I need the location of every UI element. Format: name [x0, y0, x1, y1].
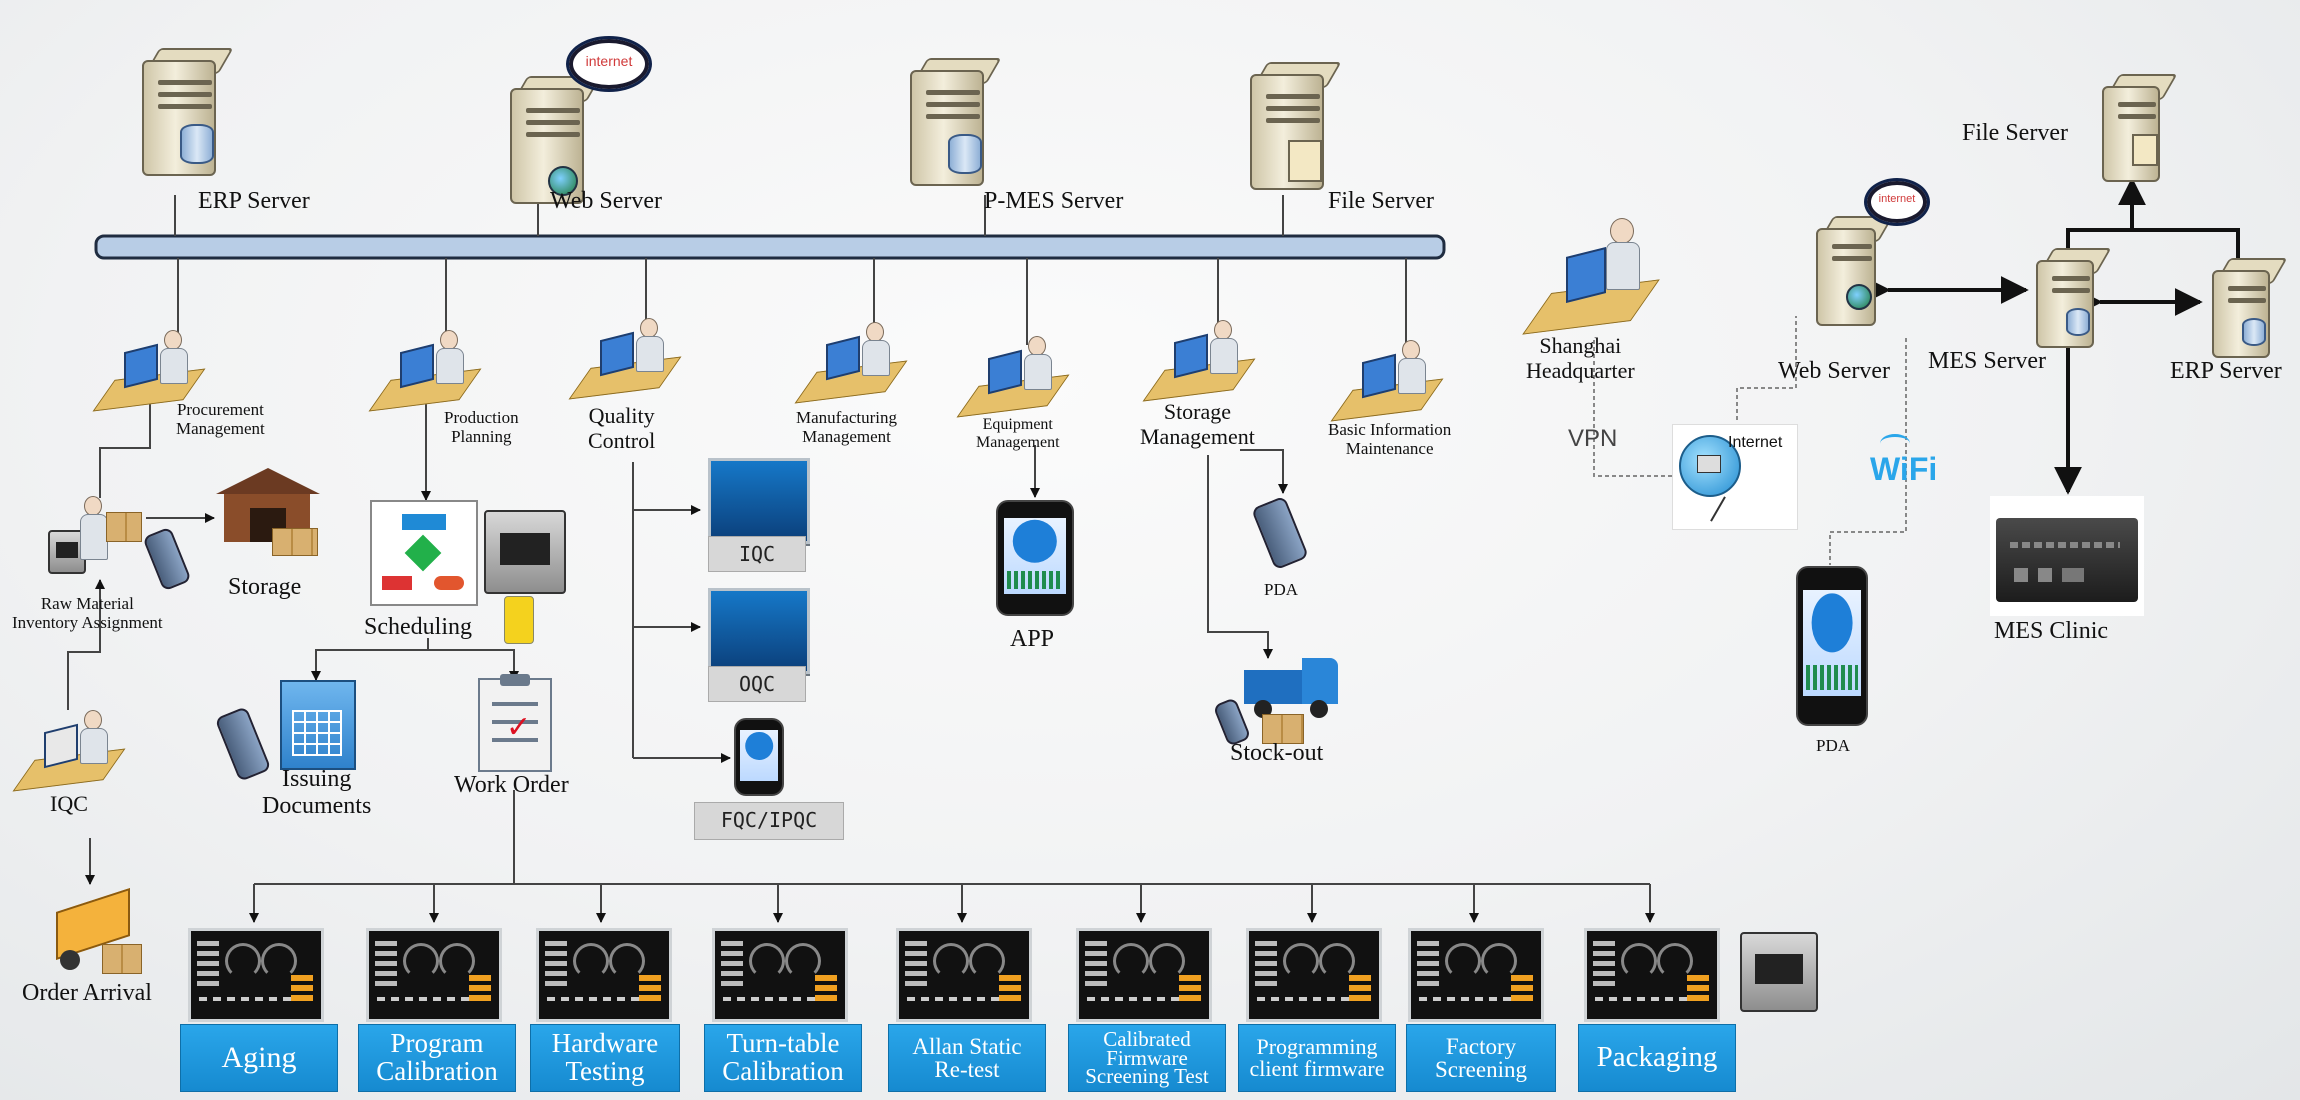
basic-info-operator-icon	[1330, 340, 1444, 422]
basic-info-label: Basic Information Maintenance	[1328, 420, 1452, 459]
packaging-printer-icon	[1740, 932, 1818, 1012]
factory-screening-dashboard	[1408, 928, 1544, 1022]
mes-server-label: MES Server	[1928, 348, 2046, 374]
warehouse-icon	[216, 468, 320, 560]
right-file-server-icon	[2096, 72, 2178, 184]
internet-label: Internet	[1728, 434, 1783, 451]
order-arrival-truck-icon	[46, 880, 142, 976]
iqc-monitor-icon	[708, 458, 810, 544]
headquarter-operator-icon	[1522, 214, 1660, 335]
scheduling-flowchart-icon	[370, 500, 478, 606]
work-order-clipboard-icon: ✓	[478, 674, 552, 772]
issuing-document-icon	[280, 680, 356, 770]
step-program-calibration: Program Calibration	[358, 1024, 516, 1092]
barcode-gun-icon	[504, 596, 534, 644]
mes-server-icon	[2030, 246, 2112, 348]
right-erp-server-label: ERP Server	[2170, 358, 2282, 384]
manufacturing-label: Manufacturing Management	[796, 408, 898, 447]
storage-label: Storage	[228, 574, 302, 600]
right-internet-cloud-icon: internet	[1864, 178, 1930, 226]
right-web-server-label: Web Server	[1778, 358, 1891, 384]
web-server-icon	[504, 74, 602, 204]
mes-clinic-label: MES Clinic	[1994, 618, 2109, 644]
app-phone-icon	[996, 500, 1074, 616]
file-server-label: File Server	[1328, 188, 1434, 214]
issuing-documents-label: Issuing Documents	[262, 766, 372, 819]
p-mes-server-icon	[904, 56, 1002, 186]
stock-out-truck-icon	[1206, 650, 1338, 747]
pda-label: PDA	[1264, 580, 1299, 599]
material-boxes-icon	[106, 512, 142, 542]
step-programming-firmware: Programming client firmware	[1238, 1024, 1396, 1092]
iqc-operator-icon	[12, 710, 126, 792]
procurement-label: Procurement Management	[176, 400, 265, 439]
stock-out-label: Stock-out	[1230, 740, 1324, 766]
storage-operator-icon	[1142, 320, 1256, 402]
step-allan-static-retest: Allan Static Re-test	[888, 1024, 1046, 1092]
production-operator-icon	[368, 330, 482, 412]
network-bus	[94, 234, 1446, 260]
scheduling-label: Scheduling	[364, 614, 472, 640]
aging-dashboard	[188, 928, 324, 1022]
production-printer-icon	[484, 510, 566, 594]
right-erp-server-icon	[2206, 256, 2288, 358]
step-hardware-testing: Hardware Testing	[530, 1024, 680, 1092]
wifi-waves-icon	[1880, 434, 1910, 453]
mes-clinic-device-icon	[1990, 496, 2144, 616]
app-label: APP	[1010, 626, 1055, 652]
storage-management-label: Storage Management	[1140, 399, 1255, 449]
headquarter-label: Shanghai Headquarter	[1526, 333, 1635, 383]
step-turn-table-calibration: Turn-table Calibration	[704, 1024, 862, 1092]
quality-operator-icon	[568, 318, 682, 400]
wifi-label: WiFi	[1870, 451, 1938, 487]
procurement-operator-icon	[92, 330, 206, 412]
right-file-server-label: File Server	[1962, 120, 2068, 146]
firmware-screening-dashboard	[1076, 928, 1212, 1022]
vpn-label: VPN	[1568, 425, 1618, 452]
turn-table-dashboard	[712, 928, 848, 1022]
step-firmware-screening: Calibrated Firmware Screening Test	[1068, 1024, 1226, 1092]
erp-server-label: ERP Server	[198, 188, 310, 214]
order-arrival-label: Order Arrival	[22, 980, 152, 1006]
right-pda-label: PDA	[1816, 736, 1851, 755]
allan-static-dashboard	[896, 928, 1032, 1022]
production-label: Production Planning	[444, 408, 519, 447]
erp-server-icon	[136, 46, 234, 176]
right-web-server-icon	[1810, 214, 1894, 326]
p-mes-server-label: P-MES Server	[984, 188, 1124, 214]
work-order-label: Work Order	[454, 772, 569, 798]
iqc-left-label: IQC	[50, 791, 88, 816]
internet-globe-icon	[1672, 424, 1798, 530]
iqc-tag: IQC	[708, 536, 806, 572]
quality-control-label: Quality Control	[588, 403, 656, 453]
program-calibration-dashboard	[366, 928, 502, 1022]
label-printer-icon	[48, 530, 86, 574]
hardware-testing-dashboard	[536, 928, 672, 1022]
oqc-tag: OQC	[708, 666, 806, 702]
file-server-icon	[1244, 60, 1342, 190]
equipment-label: Equipment Management	[976, 416, 1060, 451]
fqc-ipqc-tag: FQC/IPQC	[694, 802, 844, 840]
programming-firmware-dashboard	[1246, 928, 1382, 1022]
internet-cloud-icon: internet	[566, 36, 652, 92]
equipment-operator-icon	[956, 336, 1070, 418]
manufacturing-operator-icon	[794, 322, 908, 404]
packaging-dashboard	[1584, 928, 1720, 1022]
web-server-label: Web Server	[550, 188, 663, 214]
raw-material-worker-icon	[60, 496, 140, 576]
step-factory-screening: Factory Screening	[1406, 1024, 1556, 1092]
right-pda-phone-icon	[1796, 566, 1868, 726]
oqc-monitor-icon	[708, 588, 810, 674]
step-packaging: Packaging	[1578, 1024, 1736, 1092]
fqc-phone-icon	[734, 718, 784, 796]
raw-material-label: Raw Material Inventory Assignment	[12, 594, 163, 633]
step-aging: Aging	[180, 1024, 338, 1092]
